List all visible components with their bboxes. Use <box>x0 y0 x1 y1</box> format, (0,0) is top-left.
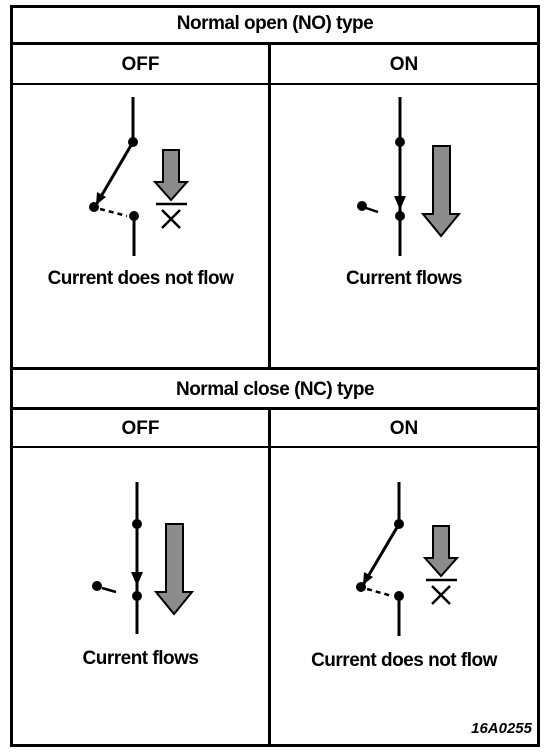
nc-on-switch-symbol <box>356 482 404 636</box>
blocked-current-arrow-icon <box>152 149 190 229</box>
column-divider <box>268 44 271 367</box>
no-on-switch-symbol <box>357 97 406 256</box>
no-on-header: ON <box>389 54 419 75</box>
nc-off-switch-symbol <box>92 482 143 634</box>
divider <box>10 446 540 448</box>
current-flow-arrow-icon <box>420 145 462 238</box>
blocked-current-arrow-icon <box>422 525 460 605</box>
figure-code: 16A0255 <box>471 720 532 737</box>
nc-off-header: OFF <box>121 418 160 439</box>
no-off-header: OFF <box>121 54 160 75</box>
column-divider <box>268 409 271 747</box>
nc-on-header: ON <box>389 418 419 439</box>
nc-type-title: Normal close (NC) type <box>175 379 375 400</box>
divider <box>10 367 540 370</box>
no-off-switch-symbol <box>89 97 139 256</box>
nc-on-caption: Current does not flow <box>311 650 497 671</box>
no-type-title: Normal open (NO) type <box>176 13 374 34</box>
current-flow-arrow-icon <box>153 523 195 616</box>
divider <box>10 42 540 45</box>
diagram-frame <box>10 5 540 747</box>
no-off-caption: Current does not flow <box>47 268 234 289</box>
no-on-caption: Current flows <box>346 268 462 289</box>
divider <box>10 83 540 85</box>
divider <box>10 407 540 410</box>
nc-off-caption: Current flows <box>82 648 199 669</box>
